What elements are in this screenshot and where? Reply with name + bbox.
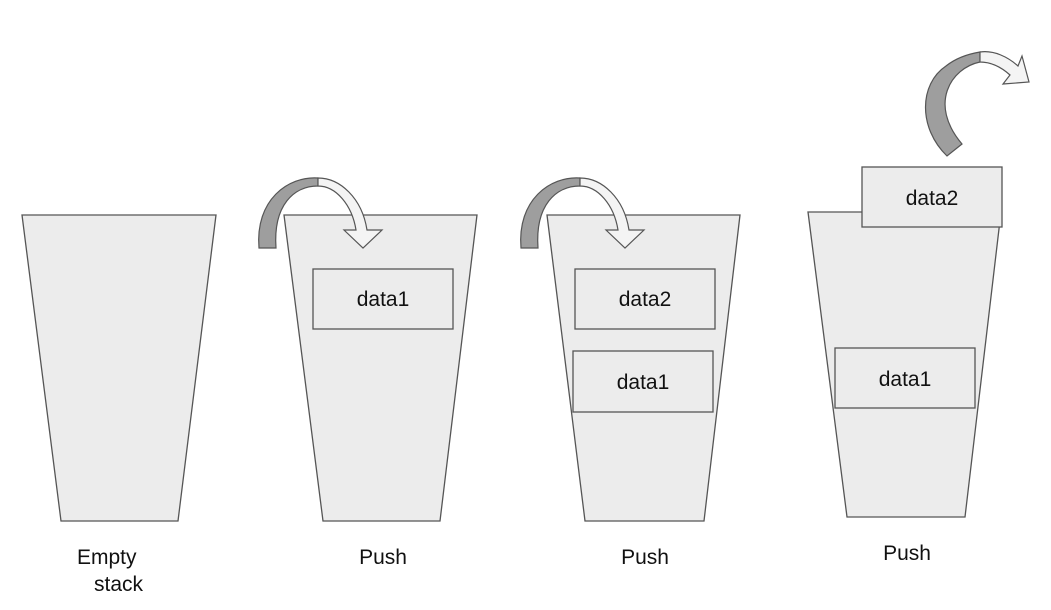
stack-item-label: data1 — [617, 371, 670, 394]
pop-arrow-tail — [925, 51, 981, 157]
stack-container — [283, 214, 478, 522]
outgoing-item — [861, 166, 1003, 228]
caption-line-2: stack — [94, 573, 144, 596]
stack-item-label: data1 — [357, 288, 410, 311]
caption-line-1: Push — [359, 546, 407, 569]
stack-item — [834, 347, 976, 409]
panel-empty-stack: Empty stack — [21, 214, 217, 596]
stack-item — [572, 350, 714, 413]
caption-line-1: Push — [883, 542, 931, 565]
pop-arrow-icon — [925, 51, 1030, 157]
caption-line-1: Empty — [77, 546, 137, 569]
push-arrow-icon — [258, 177, 384, 249]
stack-item — [574, 268, 716, 330]
push-arrow-icon — [520, 177, 646, 249]
caption-line-1: Push — [621, 546, 669, 569]
panel-push-data2: data2 data1 Push — [520, 177, 741, 569]
stack-item — [312, 268, 454, 330]
panel-push-data1: data1 Push — [258, 177, 478, 569]
stack-item-label: data2 — [619, 288, 672, 311]
outgoing-item-label: data2 — [906, 187, 959, 210]
push-arrow-head — [317, 177, 384, 249]
panel-pop-data2: data2 data1 Push — [807, 51, 1030, 565]
pop-arrow-head — [979, 51, 1030, 85]
stack-container — [21, 214, 217, 522]
stack-item-label: data1 — [879, 368, 932, 391]
push-arrow-head — [579, 177, 646, 249]
